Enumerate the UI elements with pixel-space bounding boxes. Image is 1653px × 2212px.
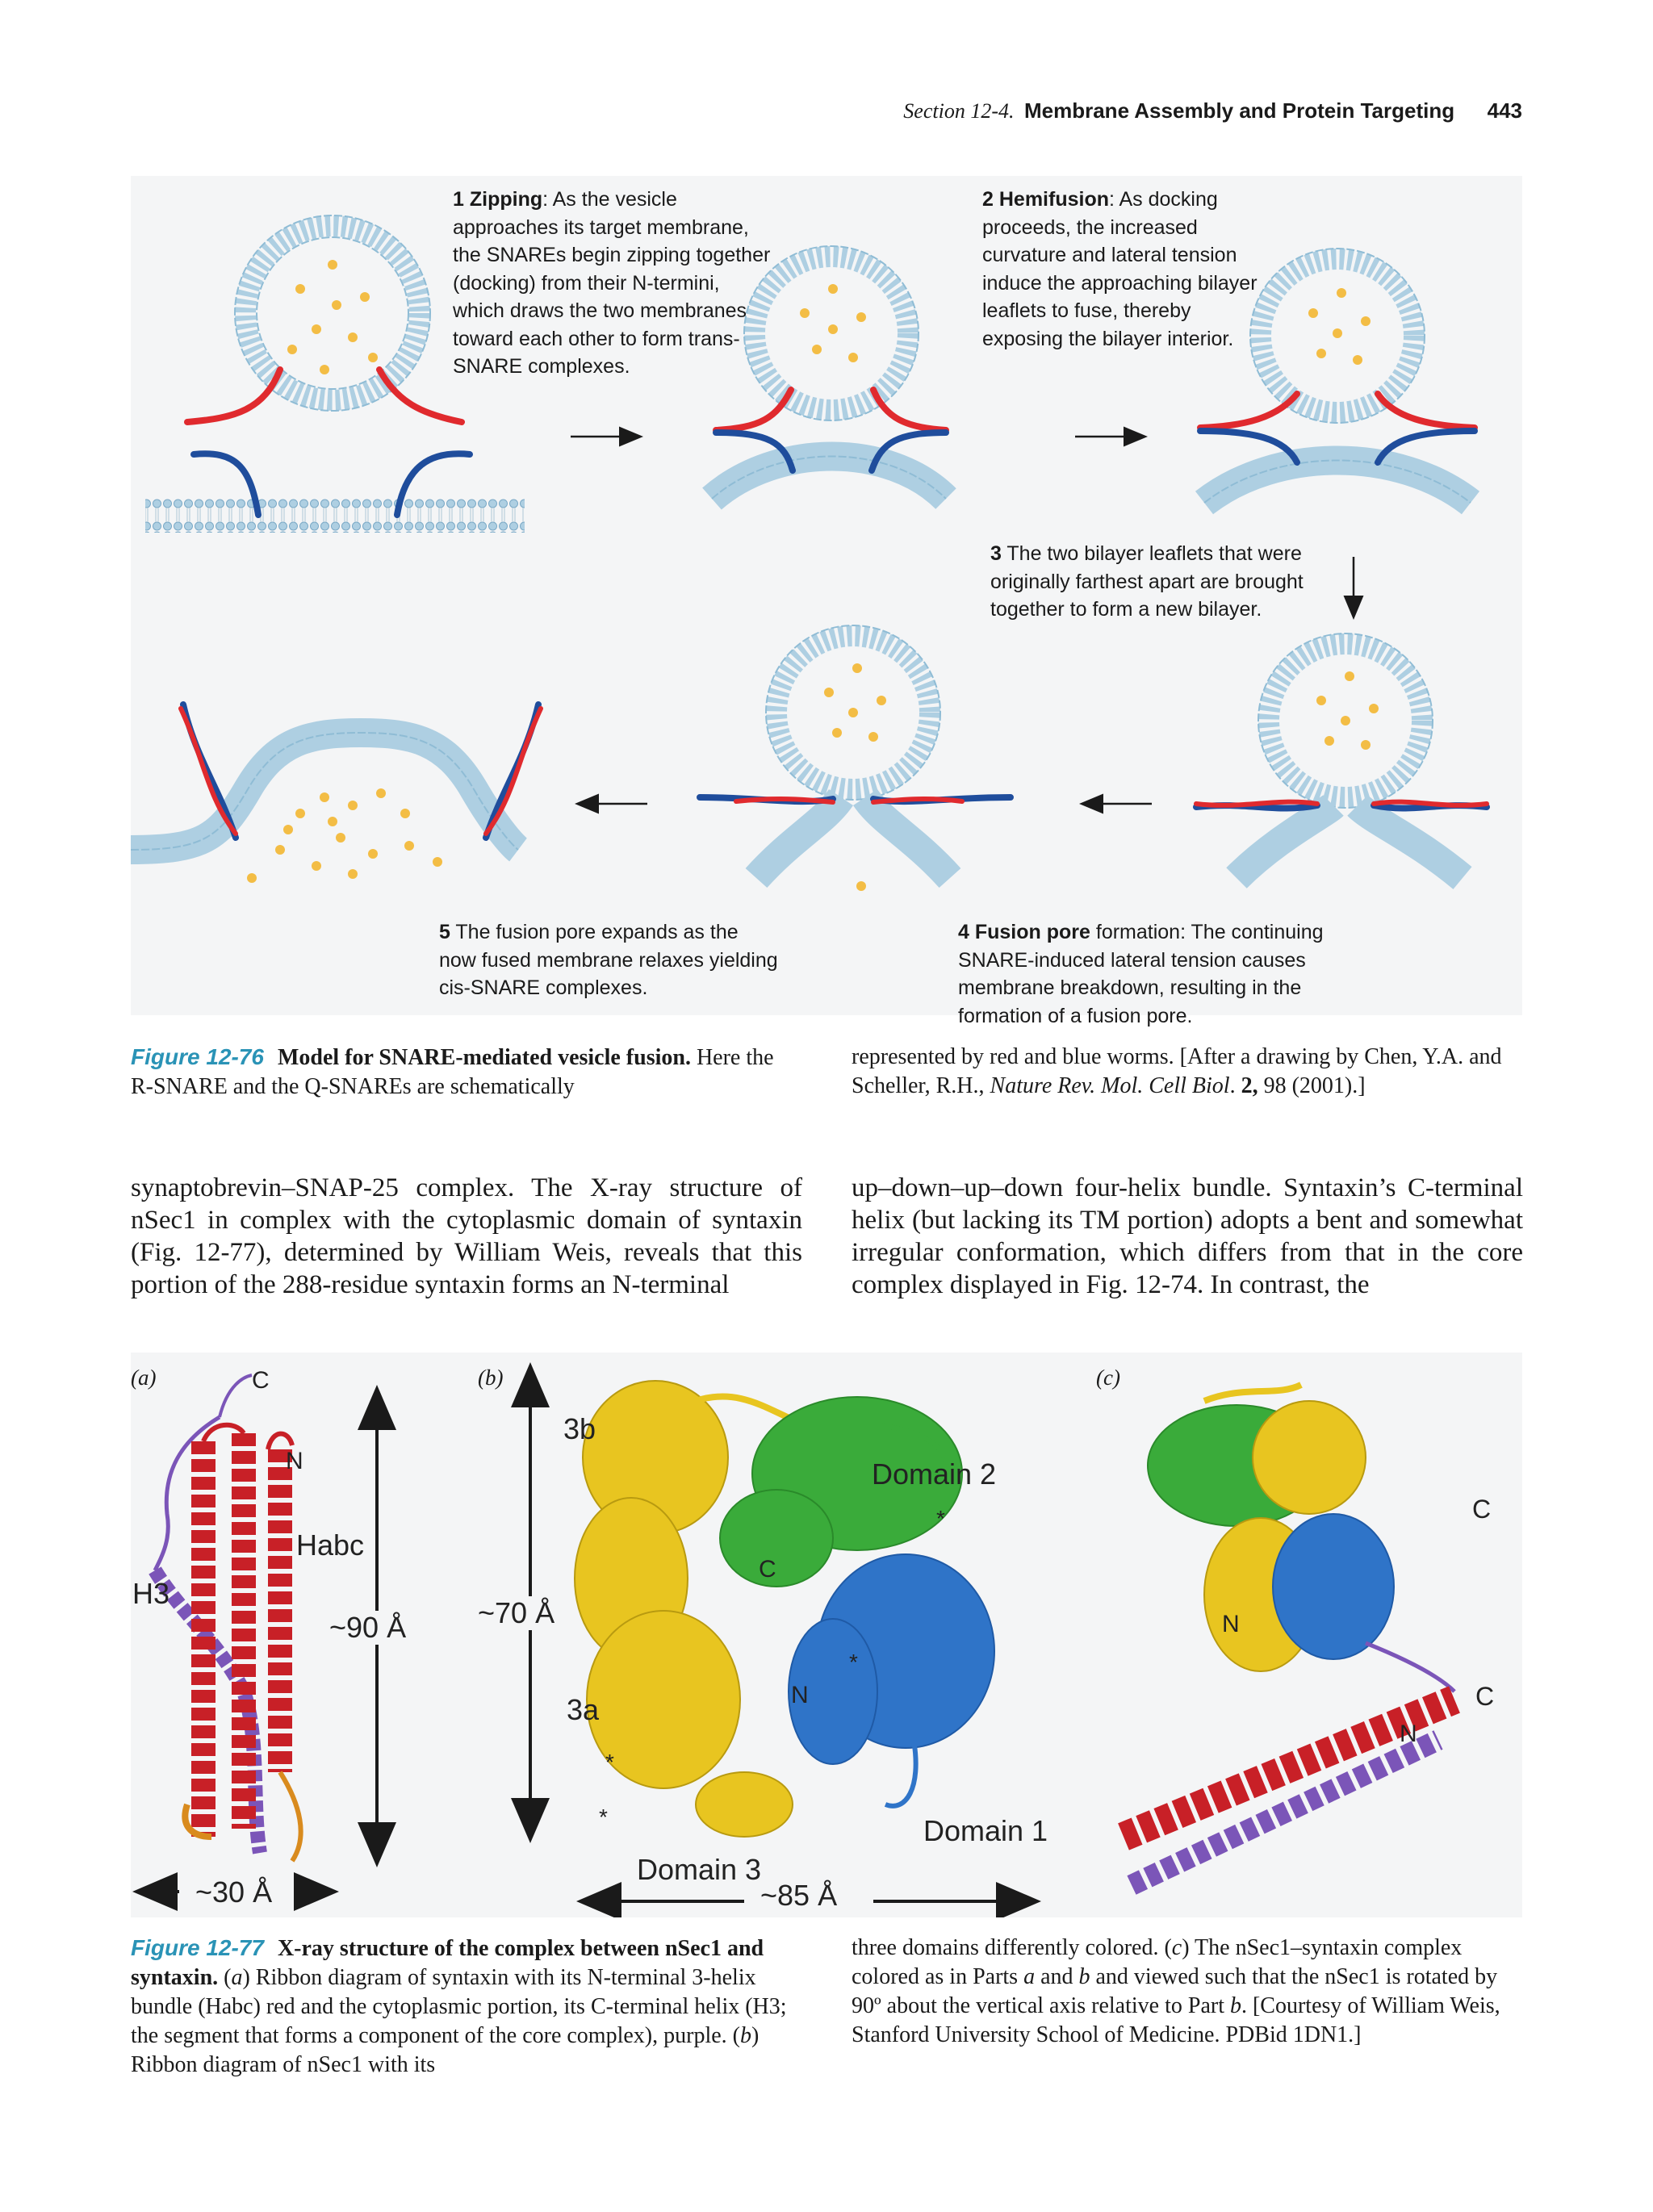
nsec1-syntaxin-structure [132,1362,1460,1917]
label-dim-85: ~85 Å [760,1879,838,1913]
label-h3: H3 [132,1577,170,1610]
label-3a: 3a [567,1693,600,1726]
step-3-text: 3 The two bilayer leaflets that were ori… [990,542,1304,621]
label-3b: 3b [563,1412,596,1445]
label-n-terminus-c2: N [1400,1721,1417,1747]
stage-2-docking [702,245,956,510]
step-1-text: 1 Zipping: As the vesicle approaches its… [453,188,771,378]
stage-5-pore-expansion [131,701,543,883]
page-number: 443 [1487,98,1522,123]
label-domain-3: Domain 3 [637,1853,762,1886]
label-dim-30: ~30 Å [195,1875,273,1909]
label-dim-90: ~90 Å [329,1611,407,1645]
panel-c-complex-ribbon [1118,1382,1460,1895]
label-c-terminus-c2: C [1475,1682,1495,1711]
stage-4-fusion-pore [1193,633,1490,889]
label-domain-2: Domain 2 [872,1457,997,1491]
label-n-terminus-a: N [286,1448,303,1474]
figure-76-caption-right: represented by red and blue worms. [Afte… [852,1044,1502,1098]
figure-76-caption-left: Figure 12-76 Model for SNARE-mediated ve… [131,1044,774,1099]
snare-fusion-diagram [131,215,1490,891]
label-c-terminus-b: C [759,1556,776,1583]
figure-77-caption-right: three domains differently colored. (c) T… [852,1935,1500,2047]
label-dim-70: ~70 Å [478,1596,555,1630]
figure-12-77: (a) (b) (c) C N Habc H3 ~90 Å ~30 Å 3b D… [131,1353,1522,1917]
figure-77-caption-left: Figure 12-77 X-ray structure of the comp… [131,1935,787,2077]
stage-4b-pore-opening [697,625,1014,891]
label-star-3: * [936,1506,945,1531]
step-2-text: 2 Hemifusion: As docking proceeds, the i… [982,188,1258,350]
label-n-terminus-c1: N [1222,1611,1240,1637]
stage-1-vesicle [145,215,525,533]
body-text-right: up–down–up–down four-helix bundle. Synta… [852,1173,1523,1299]
section-number: Section 12-4. [903,99,1015,123]
step-5-text: 5 The fusion pore expands as the now fus… [439,921,778,999]
label-star-2: * [599,1804,608,1829]
step-4-text: 4 Fusion pore formation: The continuing … [958,921,1324,1027]
label-star-4: * [849,1650,858,1675]
section-title: Membrane Assembly and Protein Targeting [1023,98,1455,123]
panel-a-syntaxin-ribbon [132,1374,396,1911]
figure-12-76: 1 Zipping: As the vesicle approaches its… [131,176,1522,1099]
cargo-dots [287,260,378,374]
stage-3-hemifusion [1195,248,1480,515]
panel-c-label: (c) [1096,1365,1120,1390]
label-star-1: * [605,1750,614,1775]
panel-b-nsec1-ribbon [511,1362,1041,1917]
running-header: Section 12-4. Membrane Assembly and Prot… [903,98,1522,123]
body-text-left: synaptobrevin–SNAP-25 complex. The X-ray… [131,1173,802,1299]
panel-a-label: (a) [131,1365,157,1390]
label-domain-1: Domain 1 [923,1814,1048,1847]
label-c-terminus-a: C [252,1367,270,1394]
panel-b-label: (b) [478,1365,504,1390]
label-habc: Habc [296,1528,365,1562]
label-n-terminus-b: N [791,1682,809,1708]
label-c-terminus-c1: C [1472,1495,1492,1524]
